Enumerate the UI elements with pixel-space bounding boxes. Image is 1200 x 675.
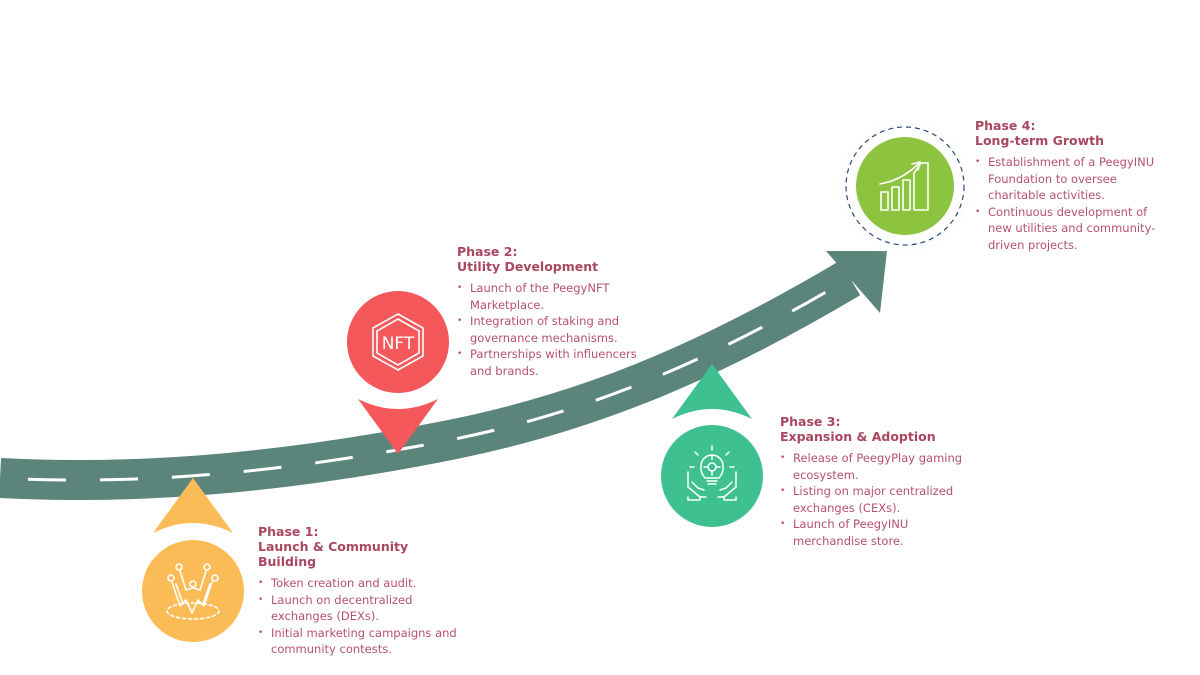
list-item: Integration of staking and governance me… (457, 313, 652, 346)
phase1-name-line1: Launch & Community (258, 539, 409, 554)
phase4-label: Phase 4: (975, 118, 1036, 133)
phase3-label: Phase 3: (780, 414, 841, 429)
road (0, 251, 887, 501)
phase3-pointer (672, 364, 752, 419)
list-item: Token creation and audit. (258, 575, 458, 592)
phase3-name: Expansion & Adoption (780, 429, 936, 444)
phase1-pointer (153, 478, 233, 533)
phase4-marker (833, 114, 977, 258)
phase4-circle (856, 137, 954, 235)
list-item: Establishment of a PeegyINU Foundation t… (975, 154, 1160, 204)
phase2-title: Phase 2: Utility Development (457, 244, 652, 274)
phase3-circle (661, 425, 763, 527)
list-item: Launch of the PeegyNFT Marketplace. (457, 280, 652, 313)
nft-icon-text: NFT (382, 334, 415, 354)
phase4-block: Phase 4: Long-term Growth Establishment … (975, 118, 1160, 254)
road-arrow-head (826, 251, 887, 313)
phase4-list: Establishment of a PeegyINU Foundation t… (975, 154, 1160, 254)
community-people-icon (166, 563, 220, 620)
phase3-block: Phase 3: Expansion & Adoption Release of… (780, 414, 980, 550)
list-item: Launch of PeegyINU merchandise store. (780, 516, 980, 549)
phase1-block: Phase 1: Launch & Community Building Tok… (258, 524, 458, 658)
phase4-title: Phase 4: Long-term Growth (975, 118, 1160, 148)
phase2-list: Launch of the PeegyNFT Marketplace. Inte… (457, 280, 652, 380)
list-item: Release of PeegyPlay gaming ecosystem. (780, 450, 980, 483)
phase4-name: Long-term Growth (975, 133, 1105, 148)
growth-chart-icon (879, 161, 929, 211)
phase2-pointer (358, 399, 438, 454)
phase2-circle (347, 291, 449, 393)
phase2-label: Phase 2: (457, 244, 518, 259)
phase1-list: Token creation and audit. Launch on dece… (258, 575, 458, 658)
list-item: Listing on major centralized exchanges (… (780, 483, 980, 516)
road-body (0, 260, 861, 501)
hands-lightbulb-icon (687, 445, 737, 501)
phase1-marker (142, 478, 244, 642)
list-item: Continuous development of new utilities … (975, 204, 1160, 254)
phase2-marker: NFT (347, 291, 449, 454)
phase2-name: Utility Development (457, 259, 599, 274)
phase3-marker (661, 364, 763, 527)
nft-hexagon-icon: NFT (372, 313, 424, 371)
list-item: Launch on decentralized exchanges (DEXs)… (258, 592, 458, 625)
phase3-list: Release of PeegyPlay gaming ecosystem. L… (780, 450, 980, 550)
phase1-label: Phase 1: (258, 524, 319, 539)
list-item: Partnerships with influencers and brands… (457, 346, 652, 379)
phase2-block: Phase 2: Utility Development Launch of t… (457, 244, 652, 380)
phase3-title: Phase 3: Expansion & Adoption (780, 414, 980, 444)
phase1-name-line2: Building (258, 554, 317, 569)
list-item: Initial marketing campaigns and communit… (258, 625, 458, 658)
phase1-title: Phase 1: Launch & Community Building (258, 524, 458, 569)
phase1-circle (142, 540, 244, 642)
